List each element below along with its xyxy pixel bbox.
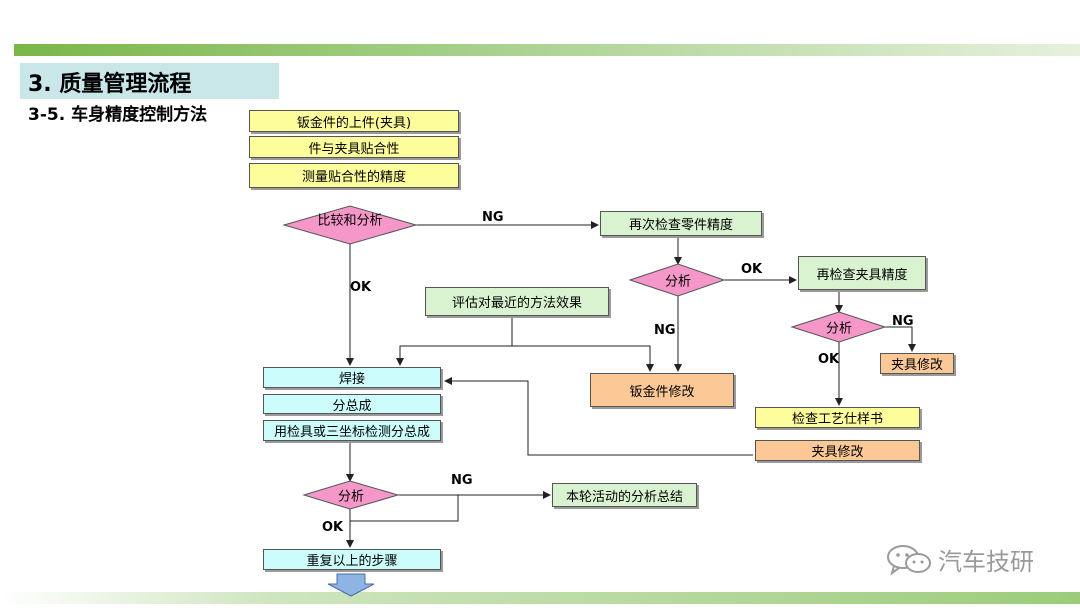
node-recheck-fixture-precision: 再检查夹具精度: [798, 256, 926, 290]
node-fixture-fit: 件与夹具贴合性: [249, 136, 459, 158]
edge-label-ng-analyze1: NG: [654, 323, 676, 338]
analyze1-diamond-label: 分析: [664, 274, 692, 290]
node-fixture-repair: 夹具修改: [755, 440, 920, 461]
node-measure-fit-precision: 测量贴合性的精度: [249, 163, 459, 188]
analyze3-diamond-label: 分析: [337, 489, 365, 505]
down-arrow-icon: [327, 573, 375, 597]
analyze3-diamond: [302, 480, 400, 510]
compare-diamond: [282, 205, 418, 245]
top-decor-band: [14, 44, 1080, 56]
edge-summary-feedback: [350, 495, 459, 522]
node-fixture-repair-small: 夹具修改: [880, 353, 954, 374]
edge-evaluate-to-welding: [396, 316, 513, 366]
node-check-process-spec: 检查工艺仕样书: [755, 407, 920, 428]
edge-evaluate-to-sheetmetal: [512, 345, 654, 372]
edge-label-ok-analyze1: OK: [741, 262, 763, 277]
node-measure-sub-assembly: 用检具或三坐标检测分总成: [263, 420, 441, 441]
edge-label-ok-compare: OK: [350, 280, 372, 295]
node-evaluate-recent-method: 评估对最近的方法效果: [425, 287, 609, 316]
edge-fixturerepair-to-welding: [444, 377, 753, 456]
page-title: 3. 质量管理流程: [28, 72, 192, 97]
edge-analyze2-ng: [885, 326, 916, 352]
node-welding: 焊接: [263, 367, 441, 388]
node-repeat-steps: 重复以上的步骤: [263, 549, 441, 570]
node-sheet-metal-repair: 钣金件修改: [590, 373, 734, 407]
watermark-text: 汽车技研: [938, 548, 1034, 576]
compare-diamond-label: 比较和分析: [317, 213, 383, 229]
analyze2-diamond-label: 分析: [825, 321, 853, 337]
node-sheet-metal-load: 钣金件的上件(夹具): [249, 110, 459, 132]
edge-label-ok-analyze2: OK: [818, 352, 840, 367]
node-recheck-parts-precision: 再次检查零件精度: [600, 211, 762, 236]
title-box: [20, 63, 279, 99]
analyze2-diamond: [790, 311, 887, 343]
edge-label-ng-analyze3: NG: [451, 473, 473, 488]
node-sub-assembly: 分总成: [263, 394, 441, 414]
analyze1-diamond: [628, 263, 726, 297]
watermark: 汽车技研: [886, 542, 1034, 577]
edge-label-ng-analyze2: NG: [892, 314, 914, 329]
bottom-decor-band: [0, 592, 1080, 604]
page-subtitle: 3-5. 车身精度控制方法: [28, 105, 208, 125]
node-summary: 本轮活动的分析总结: [552, 483, 697, 507]
edge-label-ok-analyze3: OK: [322, 520, 344, 535]
wechat-icon: [887, 544, 931, 575]
edge-label-ng-compare: NG: [482, 210, 504, 225]
